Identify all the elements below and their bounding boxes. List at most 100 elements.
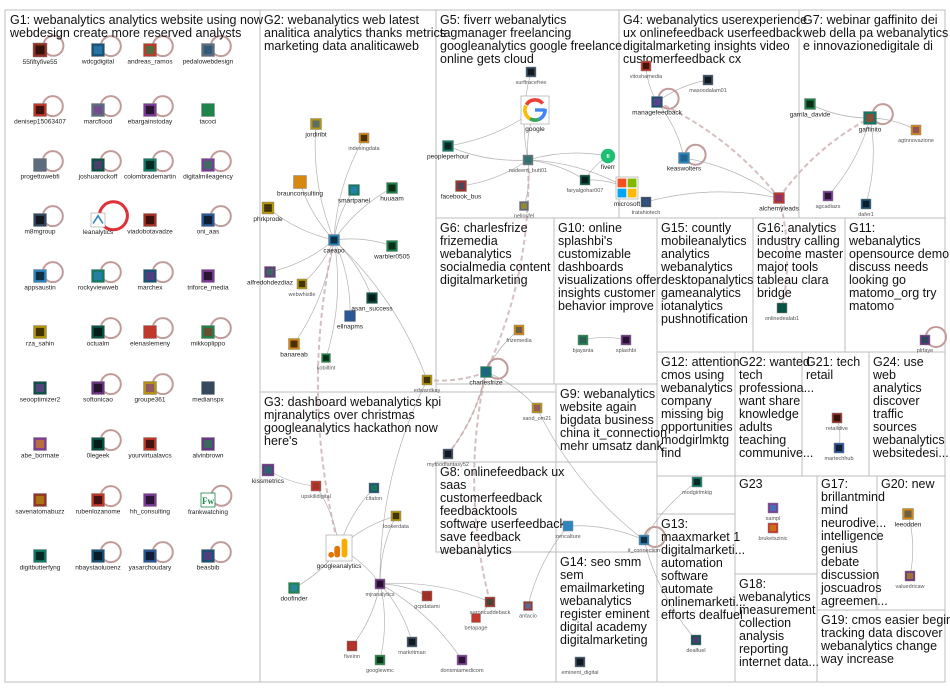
node-abe-bormate[interactable]: abe_bormate (21, 437, 60, 460)
node-bruketszinic[interactable]: bruketszinic (758, 522, 788, 542)
node-medianspx[interactable]: medianspx (192, 381, 224, 404)
node-donsmiamedicom[interactable]: donsmiamedicom (440, 654, 484, 674)
node-0legeek[interactable]: 0legeek (87, 437, 111, 460)
node-frizemedia[interactable]: frizemedia (506, 324, 533, 344)
node-surftracefree[interactable]: surftracefree (516, 66, 547, 86)
node-viadobotavadze[interactable]: viadobotavadze (127, 213, 173, 236)
node-yourvirtualavcs[interactable]: yourvirtualavcs (128, 437, 172, 460)
node-dealfuel[interactable]: dealfuel (686, 634, 706, 654)
node-sand-om21[interactable]: sand_om21 (523, 402, 552, 422)
node-m8mgroup[interactable]: m8mgroup (24, 213, 56, 236)
node-gcpdatami[interactable]: gcpdatami (414, 590, 440, 610)
node-betapage[interactable]: betapage (465, 613, 488, 632)
node-peopleperhour[interactable]: peopleperhour (427, 140, 470, 161)
node-sampl[interactable]: sampl (766, 502, 781, 522)
node-55fiftyfive55[interactable]: 55fiftyfive55 (23, 42, 58, 66)
node-faryalgohar007[interactable]: faryalgohar007 (567, 174, 604, 194)
node-alvinbrown[interactable]: alvinbrown (192, 437, 224, 460)
node-groupe361[interactable]: groupe361 (134, 381, 166, 404)
node-seooptimizer2[interactable]: seooptimizer2 (20, 381, 61, 404)
node-bjayanta[interactable]: bjayanta (573, 334, 595, 354)
node-cltaton[interactable]: cltaton (366, 482, 382, 502)
node-alchemyleads[interactable]: alchemyleads (759, 192, 800, 213)
node-myfoodfantasy52[interactable]: myfoodfantasy52 (427, 448, 469, 468)
node-banareab[interactable]: banareab (280, 338, 308, 359)
node-rubenlozanome[interactable]: rubenlozanome (76, 493, 121, 516)
node-masoodalam01[interactable]: masoodalam01 (689, 74, 727, 94)
node-doofinder[interactable]: doofinder (280, 582, 308, 603)
node-webwhistle[interactable]: webwhistle (288, 278, 316, 298)
node-gaffinito[interactable]: gaffinito (859, 111, 882, 134)
node-denisep[interactable]: denisep15063407 (14, 103, 66, 126)
node-indexingdata[interactable]: indexingdata (348, 132, 381, 152)
node-elenaslemeny[interactable]: elenaslemeny (130, 325, 171, 348)
node-rza-sahin[interactable]: rza_sahin (26, 325, 55, 348)
node-aaroncuddeback[interactable]: aaroncuddeback (470, 596, 511, 616)
node-nellosfel[interactable]: nellosfel (514, 201, 534, 220)
node-keaswolters[interactable]: keaswolters (667, 152, 702, 173)
node-colombrademartin[interactable]: colombrademartin (124, 158, 176, 181)
node-softonicao[interactable]: softonicao (83, 381, 113, 404)
node-marchex[interactable]: marchex (138, 269, 164, 292)
node-ebargainstoday[interactable]: ebargainstoday (128, 103, 173, 126)
node-tacoci[interactable]: tacoci (200, 103, 217, 126)
node-it-connection[interactable]: it_connection (628, 534, 660, 554)
node-huuaam[interactable]: huuaam (380, 182, 404, 203)
node-tratahiotech[interactable]: tratahiotech (632, 196, 661, 216)
node-warbler0505[interactable]: warbler0505 (373, 240, 410, 261)
node-vitoshamedia[interactable]: vitoshamedia (630, 60, 663, 80)
node-pedalowebdesign[interactable]: pedalowebdesign (183, 43, 234, 66)
node-leeodden[interactable]: leeodden (895, 508, 922, 529)
node-modgirlmktg[interactable]: modgirlmktg (682, 476, 712, 496)
node-triforce-media[interactable]: triforce_media (187, 269, 229, 292)
node-phrkprode[interactable]: phrkprode (253, 201, 283, 223)
node-smartpanel[interactable]: smartpanel (338, 184, 371, 205)
node-progettoweb[interactable]: progettowebfi (20, 158, 60, 181)
node-mjranalytics[interactable]: mjranalytics (365, 578, 395, 598)
node-hh-consulting[interactable]: hh_consulting (130, 493, 170, 516)
node-mikkoplippo[interactable]: mikkoplippo (191, 325, 226, 348)
node-jordiribt[interactable]: jordiribt (304, 118, 327, 139)
node-appsaustin[interactable]: appsaustin (24, 269, 56, 292)
node-fiveinn[interactable]: fiveinn (344, 640, 360, 660)
node-onlinedealab1[interactable]: onlinedealab1 (765, 302, 799, 322)
node-retaildive[interactable]: retaildive (826, 412, 848, 432)
node-garrila-davide[interactable]: garrila_davide (790, 98, 831, 119)
node-nadeem-butt01[interactable]: nadeem_butt01 (509, 154, 547, 174)
node-lookerdata[interactable]: lookerdata (383, 510, 410, 530)
node-google[interactable]: google (520, 95, 550, 133)
node-agcadiazs[interactable]: agcadiazs (816, 190, 841, 210)
node-agtnnovazione[interactable]: agtnnovazione (898, 124, 934, 144)
node-googleanalytics[interactable]: googleanalytics (317, 534, 363, 570)
node-yasarchoudary[interactable]: yasarchoudary (129, 549, 172, 572)
node-nbaystaoluoenz[interactable]: nbaystaoluoenz (75, 549, 121, 572)
node-joshuarockoff[interactable]: joshuarockoff (78, 158, 118, 181)
node-wdcgdigital[interactable]: wdcgdigital (81, 43, 115, 66)
node-beasbib[interactable]: beasbib (197, 549, 220, 572)
node-oni-aas[interactable]: oni_aas (197, 213, 221, 236)
node-splashbi[interactable]: splashbi (616, 334, 636, 354)
node-braunconsulting[interactable]: braunconsulting (277, 175, 323, 198)
node-googlewmc[interactable]: googlewmc (366, 654, 394, 674)
node-andreas-ramos[interactable]: andreas_ramos (127, 43, 173, 66)
node-caeapo[interactable]: caeapo (323, 234, 345, 255)
node-kobiltint[interactable]: kobiltint (317, 353, 336, 372)
node-kissmetrics[interactable]: kissmetrics (252, 463, 285, 485)
node-upskilldigital[interactable]: upskilldigital (301, 480, 331, 500)
node-dafer1[interactable]: dafer1 (858, 198, 874, 218)
node-asan-success[interactable]: asan_success (351, 292, 393, 313)
node-facebook-bus[interactable]: facebook_bus (441, 180, 482, 201)
node-octualm[interactable]: octualm (87, 325, 110, 348)
node-antacio[interactable]: antacio (519, 601, 537, 620)
node-managefeedback[interactable]: managefeedback (632, 96, 683, 117)
node-rockyviewweb[interactable]: rockyviewweb (78, 269, 119, 292)
node-valuedricaw[interactable]: valuedricaw (895, 570, 925, 590)
node-edwardkay[interactable]: edwardkay (414, 374, 441, 394)
node-zencalture[interactable]: zencalture (555, 520, 581, 540)
node-charlesfrize[interactable]: charlesfrize (469, 366, 503, 387)
node-digitbutterfyng[interactable]: digitbutterfyng (20, 549, 61, 572)
node-alfredohdezdiaz[interactable]: alfredohdezdiaz (247, 266, 293, 287)
node-markritman[interactable]: markritman (398, 636, 426, 656)
node-marcflood[interactable]: marcflood (84, 103, 113, 126)
